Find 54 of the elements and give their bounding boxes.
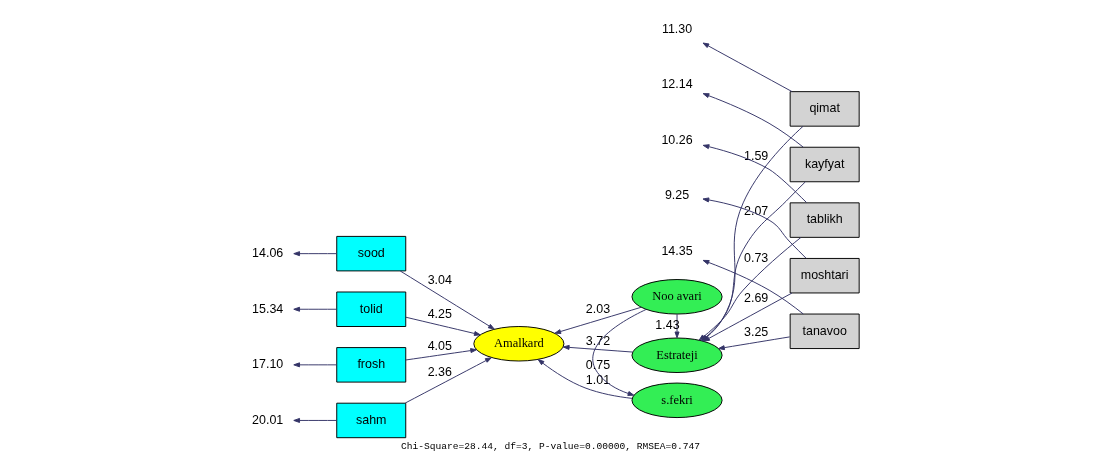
node-text: 9.25: [664, 188, 689, 203]
arrow: [591, 309, 646, 396]
edge-label: 0.73: [743, 250, 768, 265]
arrow: [702, 259, 804, 315]
edge-label: 4.25: [427, 307, 452, 322]
arrow: [399, 270, 495, 330]
node-box: qimat: [789, 91, 860, 127]
arrow: [537, 359, 632, 399]
edge-label: 1.01: [585, 373, 610, 388]
node-box: moshtari: [789, 257, 860, 294]
node-box: frosh: [335, 347, 406, 383]
node-box: sood: [335, 235, 406, 272]
node-text: 14.06: [251, 245, 283, 260]
node-box: sahm: [335, 402, 406, 439]
node-text: 10.26: [660, 132, 693, 147]
arrow: [553, 306, 642, 334]
edge-label: 2.69: [743, 290, 768, 305]
edge-label: 3.04: [427, 272, 452, 287]
edge-label: 2.36: [427, 364, 452, 379]
node-ellipse: Noo avari: [631, 279, 723, 315]
arrow: [292, 251, 337, 257]
edge-label: 1.59: [743, 149, 768, 164]
arrow: [405, 316, 481, 336]
arrow: [702, 93, 804, 148]
arrow: [292, 362, 337, 368]
arrow: [404, 357, 492, 404]
node-box: tanavoo: [789, 313, 860, 350]
node-text: 14.35: [660, 243, 693, 258]
arrow: [702, 197, 807, 259]
edge-label: 1.43: [654, 318, 680, 333]
arrow: [562, 344, 633, 353]
arrow: [717, 336, 790, 351]
node-text: 17.10: [251, 357, 283, 372]
arrow: [292, 417, 337, 423]
edge-label: 4.05: [427, 338, 452, 353]
node-ellipse: s.fekri: [631, 382, 723, 419]
node-box: kayfyat: [789, 146, 860, 183]
node-box: tablikh: [789, 202, 860, 238]
node-text: 20.01: [251, 412, 283, 427]
arrow: [702, 42, 792, 92]
arrow: [405, 348, 477, 361]
node-text: 15.34: [251, 301, 283, 316]
arrow: [702, 144, 807, 204]
edge-label: 2.07: [743, 203, 768, 218]
edge-label: 3.72: [585, 334, 610, 349]
node-box: tolid: [335, 291, 406, 327]
arrow: [674, 313, 680, 339]
node-text: 12.14: [660, 77, 693, 92]
edge-label: 0.75: [585, 358, 610, 373]
edge-label: 2.03: [585, 302, 610, 317]
edge-label: 3.25: [743, 325, 768, 340]
node-text: 11.30: [661, 21, 692, 36]
caption: Chi-Square=28.44, df=3, P-value=0.00000, RMSEA=0.747: [400, 441, 700, 453]
arrow: [292, 306, 337, 312]
